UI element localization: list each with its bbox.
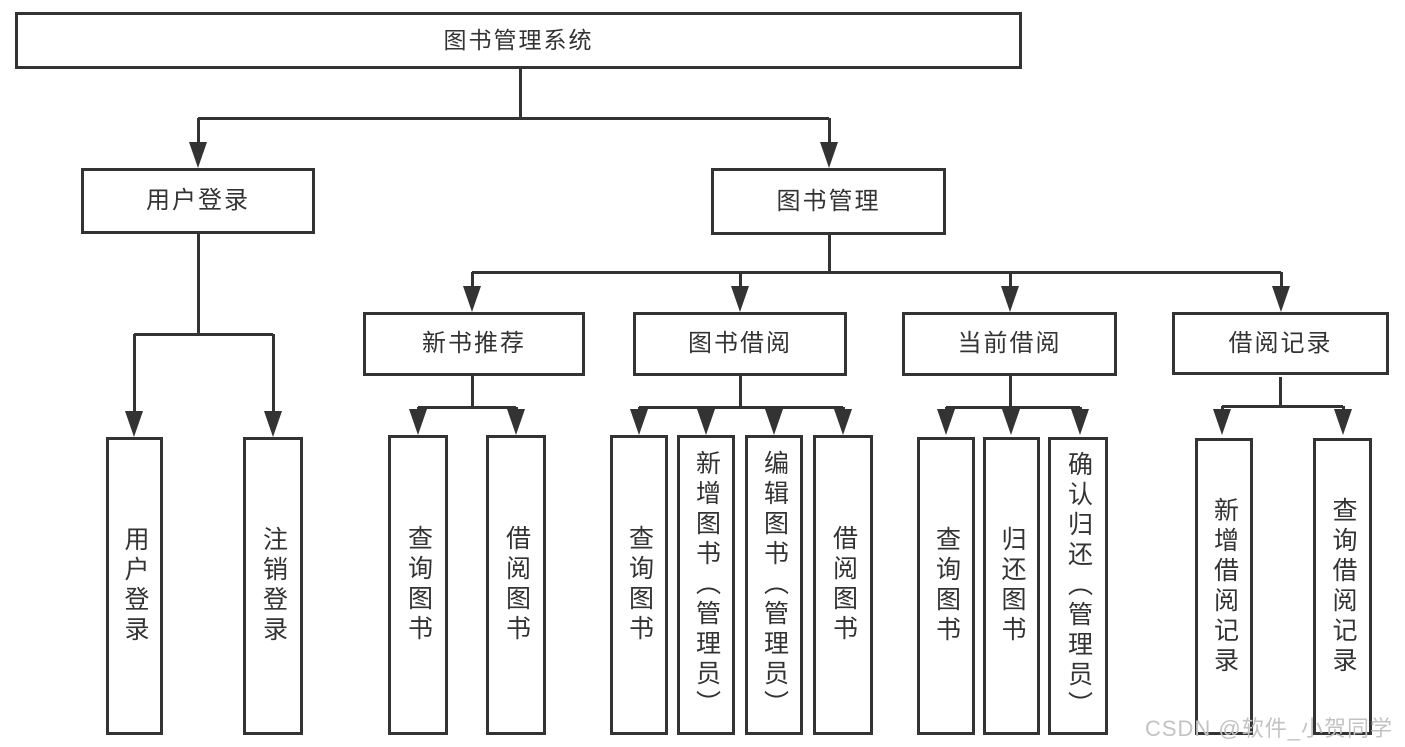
connector-arrow-down-icon: [125, 334, 143, 437]
node-leaf-add-borrow-record: 新增借阅记录: [1195, 438, 1253, 735]
node-book-borrowing: 图书借阅: [633, 312, 847, 376]
node-leaf-query-book-borrowing-label: 查询图书: [625, 525, 654, 645]
node-leaf-add-book-admin-label: 新增图书（管理员）: [692, 450, 721, 720]
connector-arrow-down-icon: [409, 407, 427, 435]
connector-arrow-down-icon: [463, 272, 481, 312]
connector-arrow-down-icon: [937, 407, 955, 435]
connector-arrow-down-icon: [1213, 406, 1231, 435]
connector-arrow-down-icon: [630, 407, 648, 435]
connector-arrow-down-icon: [697, 407, 715, 435]
node-leaf-edit-book-admin-label: 编辑图书（管理员）: [760, 450, 789, 720]
connector-line: [471, 376, 474, 407]
node-leaf-query-book-borrowing: 查询图书: [610, 435, 668, 735]
node-leaf-query-book-current: 查询图书: [917, 437, 975, 735]
connector-arrow-down-icon: [264, 334, 282, 437]
connector-arrow-down-icon: [1001, 272, 1019, 312]
node-leaf-return-book: 归还图书: [983, 437, 1040, 735]
node-leaf-edit-book-admin: 编辑图书（管理员）: [745, 435, 803, 735]
node-leaf-add-borrow-record-label: 新增借阅记录: [1210, 496, 1239, 677]
node-book-management: 图书管理: [711, 168, 946, 235]
node-leaf-borrow-book-borrowing: 借阅图书: [813, 435, 873, 735]
node-book-management-label: 图书管理: [776, 187, 881, 215]
node-leaf-query-book-current-label: 查询图书: [932, 526, 961, 646]
connector-line: [134, 333, 273, 336]
connector-line: [946, 406, 1080, 409]
connector-line: [418, 406, 516, 409]
node-leaf-query-book-recommend-label: 查询图书: [404, 525, 433, 645]
node-current-borrowing: 当前借阅: [902, 312, 1117, 376]
node-root-library-system-label: 图书管理系统: [443, 27, 594, 54]
connector-arrow-down-icon: [1002, 407, 1020, 435]
connector-arrow-down-icon: [820, 118, 838, 168]
connector-line: [828, 234, 831, 272]
connector-arrow-down-icon: [1334, 406, 1352, 435]
node-new-book-recommend: 新书推荐: [363, 312, 585, 376]
node-book-borrowing-label: 图书借阅: [688, 330, 792, 357]
node-leaf-add-book-admin: 新增图书（管理员）: [677, 435, 735, 735]
node-user-login-label: 用户登录: [146, 187, 250, 214]
node-leaf-return-book-label: 归还图书: [998, 526, 1026, 646]
node-leaf-logout: 注销登录: [243, 437, 303, 735]
node-leaf-user-login: 用户登录: [106, 437, 163, 735]
connector-arrow-down-icon: [765, 407, 783, 435]
connector-arrow-down-icon: [507, 407, 525, 435]
connector-arrow-down-icon: [1272, 272, 1290, 312]
connector-line: [197, 233, 200, 334]
node-borrowing-records: 借阅记录: [1172, 312, 1389, 375]
node-leaf-user-login-label: 用户登录: [121, 526, 149, 646]
node-leaf-confirm-return-admin: 确认归还（管理员）: [1048, 437, 1108, 735]
connector-line: [198, 117, 829, 120]
node-user-login: 用户登录: [81, 168, 315, 234]
node-leaf-query-book-recommend: 查询图书: [388, 435, 448, 735]
connector-arrow-down-icon: [834, 407, 852, 435]
connector-line: [519, 68, 522, 118]
connector-arrow-down-icon: [731, 272, 749, 312]
connector-line: [1009, 376, 1012, 407]
connector-arrow-down-icon: [1071, 407, 1089, 435]
node-leaf-borrow-book-recommend: 借阅图书: [486, 435, 546, 735]
node-borrowing-records-label: 借阅记录: [1228, 329, 1333, 357]
connector-line: [472, 271, 1281, 274]
connector-arrow-down-icon: [189, 118, 207, 168]
node-root-library-system: 图书管理系统: [15, 12, 1022, 69]
connector-line: [639, 406, 843, 409]
node-leaf-borrow-book-recommend-label: 借阅图书: [502, 525, 531, 645]
connector-line: [1222, 405, 1343, 408]
connector-line: [1279, 377, 1282, 406]
node-leaf-borrow-book-borrowing-label: 借阅图书: [829, 525, 858, 645]
node-leaf-query-borrow-record-label: 查询借阅记录: [1329, 496, 1357, 677]
connector-line: [739, 376, 742, 407]
node-current-borrowing-label: 当前借阅: [957, 330, 1062, 357]
csdn-watermark: CSDN @软件_小贺同学: [1144, 716, 1393, 741]
node-new-book-recommend-label: 新书推荐: [422, 330, 526, 357]
node-leaf-logout-label: 注销登录: [259, 526, 288, 646]
node-leaf-confirm-return-admin-label: 确认归还（管理员）: [1064, 451, 1093, 721]
node-leaf-query-borrow-record: 查询借阅记录: [1313, 438, 1372, 735]
